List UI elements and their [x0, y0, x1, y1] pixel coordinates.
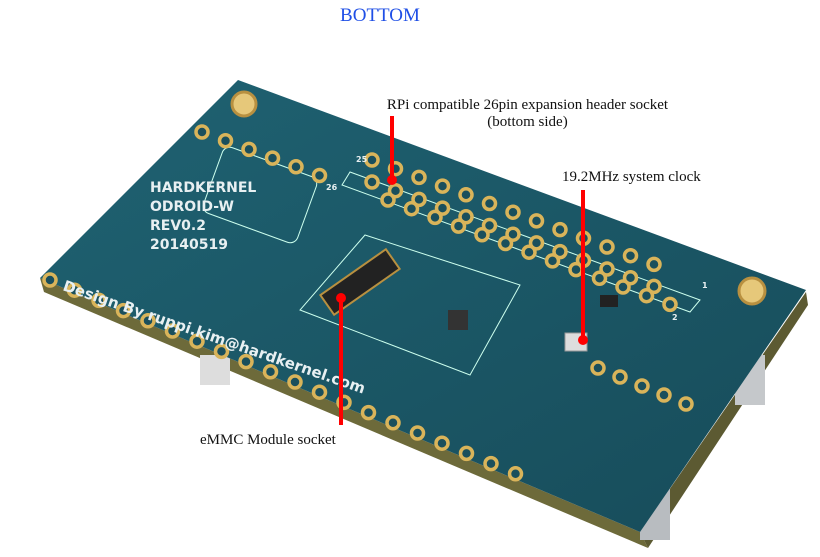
chip: [448, 310, 468, 330]
edge-pin-pad: [194, 124, 210, 140]
header-pin-pad: [544, 253, 561, 269]
header-pin-pad: [638, 287, 655, 304]
edge-pin-pad: [217, 132, 234, 149]
header-pin-pad: [528, 213, 545, 229]
silk-model: ODROID-W: [150, 199, 234, 215]
edge-pin-pad: [360, 404, 377, 421]
header-annotation: RPi compatible 26pin expansion header so…: [360, 97, 695, 131]
board-edge-right: [640, 292, 808, 548]
header-pin-pad: [411, 169, 427, 186]
header-pin-pad: [458, 187, 474, 203]
edge-pin-pad: [164, 323, 181, 339]
edge-pin-pad: [287, 374, 303, 390]
header-pin-pad: [521, 244, 537, 260]
header-pin-pad: [450, 218, 467, 234]
edge-pin-pad: [311, 384, 328, 400]
header-pin-pad: [599, 239, 615, 255]
connector-pin-pad: [590, 360, 606, 376]
edge-pin-pad: [189, 333, 205, 349]
edge-pin-pad: [409, 425, 426, 441]
clock-annotation: 19.2MHz system clock: [562, 169, 701, 185]
edge-pin-pad: [507, 466, 524, 482]
edge-pin-pad: [238, 353, 254, 370]
header-pointer-dot: [387, 175, 397, 185]
edge-pin-pad: [115, 302, 132, 319]
header-pin-pad: [364, 174, 380, 190]
pin-label-26: 26: [326, 183, 338, 192]
edge-pin-pad: [140, 313, 156, 329]
silk-date: 20140519: [150, 237, 228, 253]
edge-pin-pad: [311, 167, 328, 184]
edge-pin-pad: [91, 292, 107, 309]
header-pin-pad: [591, 270, 608, 287]
header-pin-pad: [646, 256, 662, 273]
pin-label-2: 2: [672, 313, 678, 322]
header-annotation-line1: RPi compatible 26pin expansion header so…: [386, 97, 669, 113]
silk-brand: HARDKERNEL: [150, 180, 256, 196]
edge-pin-pad: [434, 435, 450, 451]
header-pin-pad: [427, 209, 443, 226]
transistor: [600, 295, 618, 307]
header-pin-pad: [622, 247, 639, 264]
pin-label-25: 25: [356, 155, 368, 164]
header-pin-pad: [552, 221, 568, 238]
pcb-board: [40, 80, 806, 532]
header-pin-pad: [662, 296, 678, 313]
emmc-pointer-dot: [336, 293, 346, 303]
edge-pin-pad: [288, 159, 304, 175]
edge-pin-pad: [42, 272, 58, 288]
edge-pin-pad: [385, 415, 401, 431]
edge-pin-pad: [241, 141, 257, 158]
emmc-frame: [299, 234, 521, 376]
header-pin-pad: [474, 227, 490, 243]
header-pin-pad: [403, 200, 420, 217]
edge-pin-pad: [458, 445, 475, 462]
header-pin-pad: [568, 261, 584, 278]
connector-pin-pad: [634, 378, 650, 394]
spacer: [200, 355, 230, 385]
pin-label-1: 1: [702, 281, 708, 290]
edge-pin-pad: [213, 343, 230, 360]
clock-pointer-dot: [578, 335, 588, 345]
emmc-annotation: eMMC Module socket: [200, 432, 336, 448]
connector-pin-pad: [612, 369, 628, 385]
header-pin-pad: [434, 178, 451, 194]
header-pin-pad: [364, 152, 380, 168]
edge-pin-pad: [483, 455, 499, 472]
connector-pin-pad: [656, 387, 672, 403]
header-pin-pad: [615, 279, 631, 295]
mount-hole: [737, 276, 767, 306]
edge-pin-pad: [262, 364, 279, 380]
silk-revision: REV0.2: [150, 218, 206, 234]
mount-hole: [230, 90, 258, 118]
header-pin-pad: [380, 192, 396, 208]
header-pin-pad: [497, 235, 514, 252]
connector-pin-pad: [678, 396, 694, 412]
header-pin-pad: [505, 204, 521, 220]
header-annotation-line2: (bottom side): [487, 114, 568, 130]
edge-pin-pad: [264, 150, 281, 166]
header-pin-pad: [481, 195, 498, 212]
edge-pin-pad: [66, 282, 83, 298]
page-title: BOTTOM: [340, 5, 420, 26]
